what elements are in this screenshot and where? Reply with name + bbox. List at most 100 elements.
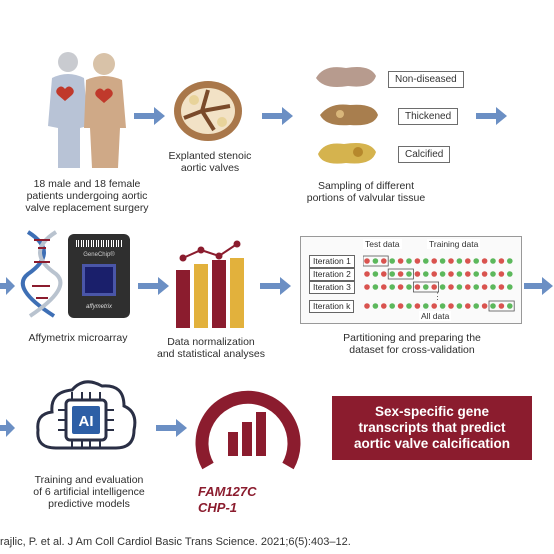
chip-label: GeneChip® bbox=[83, 252, 115, 258]
fold-dot bbox=[456, 258, 463, 264]
tissue-sample-calcified bbox=[318, 143, 376, 164]
cross-validation-panel: Test data Training data Iteration 1 Iter… bbox=[300, 236, 522, 324]
gene-name-1: FAM127C bbox=[198, 484, 257, 499]
fold-dot bbox=[481, 284, 488, 290]
test-fold-box bbox=[363, 255, 389, 267]
fold-dot bbox=[389, 303, 395, 309]
fold-dot bbox=[490, 271, 496, 277]
stenotic-valve-illustration bbox=[174, 81, 242, 141]
arrow-row3-in bbox=[0, 419, 15, 437]
fold-dot bbox=[439, 303, 446, 309]
arrow-1 bbox=[134, 107, 165, 125]
step4-caption: Affymetrix microarray bbox=[28, 332, 128, 344]
result-banner: Sex-specific gene transcripts that predi… bbox=[332, 396, 532, 460]
fold-dot bbox=[423, 271, 429, 277]
fold-dot bbox=[414, 271, 421, 277]
arrow-2 bbox=[262, 107, 293, 125]
fold-dot bbox=[507, 303, 513, 309]
arrow-5 bbox=[260, 277, 291, 295]
fold-dot bbox=[414, 284, 421, 290]
icon-bar-1 bbox=[176, 270, 190, 328]
iteration-label-2: Iteration 2 bbox=[309, 268, 355, 281]
fold-dot bbox=[389, 271, 395, 277]
fold-dot bbox=[372, 303, 379, 309]
fold-dot bbox=[431, 284, 437, 290]
chip-array-window bbox=[82, 264, 116, 296]
fold-dot bbox=[448, 284, 454, 290]
fold-dot bbox=[498, 284, 505, 290]
fold-dot bbox=[490, 284, 496, 290]
fold-dot bbox=[406, 284, 412, 290]
male-heart-icon bbox=[95, 88, 113, 103]
fold-dot bbox=[389, 258, 395, 264]
fold-dot bbox=[473, 258, 479, 264]
fold-dot bbox=[448, 258, 454, 264]
fold-dot bbox=[465, 271, 471, 277]
fold-dot bbox=[372, 271, 379, 277]
fold-dot bbox=[498, 258, 505, 264]
affymetrix-chip: GeneChip® affymetrix bbox=[68, 234, 130, 318]
icon-bar-4 bbox=[230, 258, 244, 328]
fold-dot bbox=[507, 258, 513, 264]
female-patient-figure bbox=[48, 52, 88, 168]
arrow-row2-in bbox=[0, 277, 15, 295]
step6-caption: Partitioning and preparing the dataset f… bbox=[343, 332, 481, 356]
fold-dot bbox=[481, 271, 488, 277]
arrow-4 bbox=[138, 277, 169, 295]
icon-bar-2 bbox=[194, 264, 208, 328]
arrow-7 bbox=[156, 419, 187, 437]
fold-dot bbox=[456, 284, 463, 290]
tissue-label-non-diseased: Non-diseased bbox=[388, 71, 464, 88]
icon-bar-3 bbox=[212, 260, 226, 328]
fold-dot bbox=[439, 271, 446, 277]
test-fold-box bbox=[387, 268, 414, 280]
test-fold-box bbox=[488, 300, 515, 312]
chip-brand-text: affymetrix bbox=[85, 304, 112, 310]
fold-dot bbox=[406, 271, 412, 277]
fold-dot bbox=[364, 258, 370, 264]
fold-dot bbox=[389, 284, 395, 290]
arrow-6 bbox=[524, 277, 553, 295]
test-fold-box bbox=[413, 281, 440, 293]
fold-dot bbox=[381, 284, 387, 290]
fold-dot bbox=[397, 303, 404, 309]
fold-dot bbox=[439, 258, 446, 264]
fold-dot bbox=[397, 284, 404, 290]
fold-dot bbox=[439, 284, 446, 290]
fold-dot bbox=[397, 271, 404, 277]
chip-barcode bbox=[76, 240, 122, 247]
fold-dot bbox=[364, 284, 370, 290]
fold-dot bbox=[481, 258, 488, 264]
test-data-label: Test data bbox=[363, 239, 402, 249]
fold-dot bbox=[381, 258, 387, 264]
fold-dot bbox=[481, 303, 488, 309]
step5-caption: Data normalization and statistical analy… bbox=[157, 336, 265, 360]
iteration-label-1: Iteration 1 bbox=[309, 255, 355, 268]
fold-dot bbox=[473, 284, 479, 290]
fold-dot bbox=[448, 303, 454, 309]
fold-dot bbox=[406, 303, 412, 309]
fold-dot bbox=[498, 271, 505, 277]
fold-dot bbox=[431, 258, 437, 264]
dna-helix-icon bbox=[20, 230, 63, 318]
ai-chip-text: AI bbox=[79, 413, 94, 430]
step2-caption: Explanted stenoic aortic valves bbox=[168, 150, 252, 174]
step1-caption: 18 male and 18 female patients undergoin… bbox=[25, 178, 149, 214]
fold-dot bbox=[490, 258, 496, 264]
tissue-label-calcified: Calcified bbox=[398, 146, 451, 163]
fold-dot bbox=[414, 258, 421, 264]
fold-dot bbox=[406, 258, 412, 264]
icon-trend-line bbox=[182, 243, 238, 259]
arrow-3 bbox=[476, 107, 507, 125]
male-patient-figure bbox=[84, 53, 126, 168]
fold-dot bbox=[465, 284, 471, 290]
fold-dot bbox=[431, 271, 437, 277]
step7-caption: Training and evaluation of 6 artificial … bbox=[33, 474, 145, 510]
fold-dot bbox=[465, 303, 471, 309]
patients-illustration bbox=[48, 52, 126, 168]
fold-dot bbox=[423, 284, 429, 290]
fold-dot bbox=[507, 284, 513, 290]
fold-dot bbox=[490, 303, 496, 309]
iteration-label-k: Iteration k bbox=[309, 300, 355, 313]
fold-dot bbox=[498, 303, 505, 309]
